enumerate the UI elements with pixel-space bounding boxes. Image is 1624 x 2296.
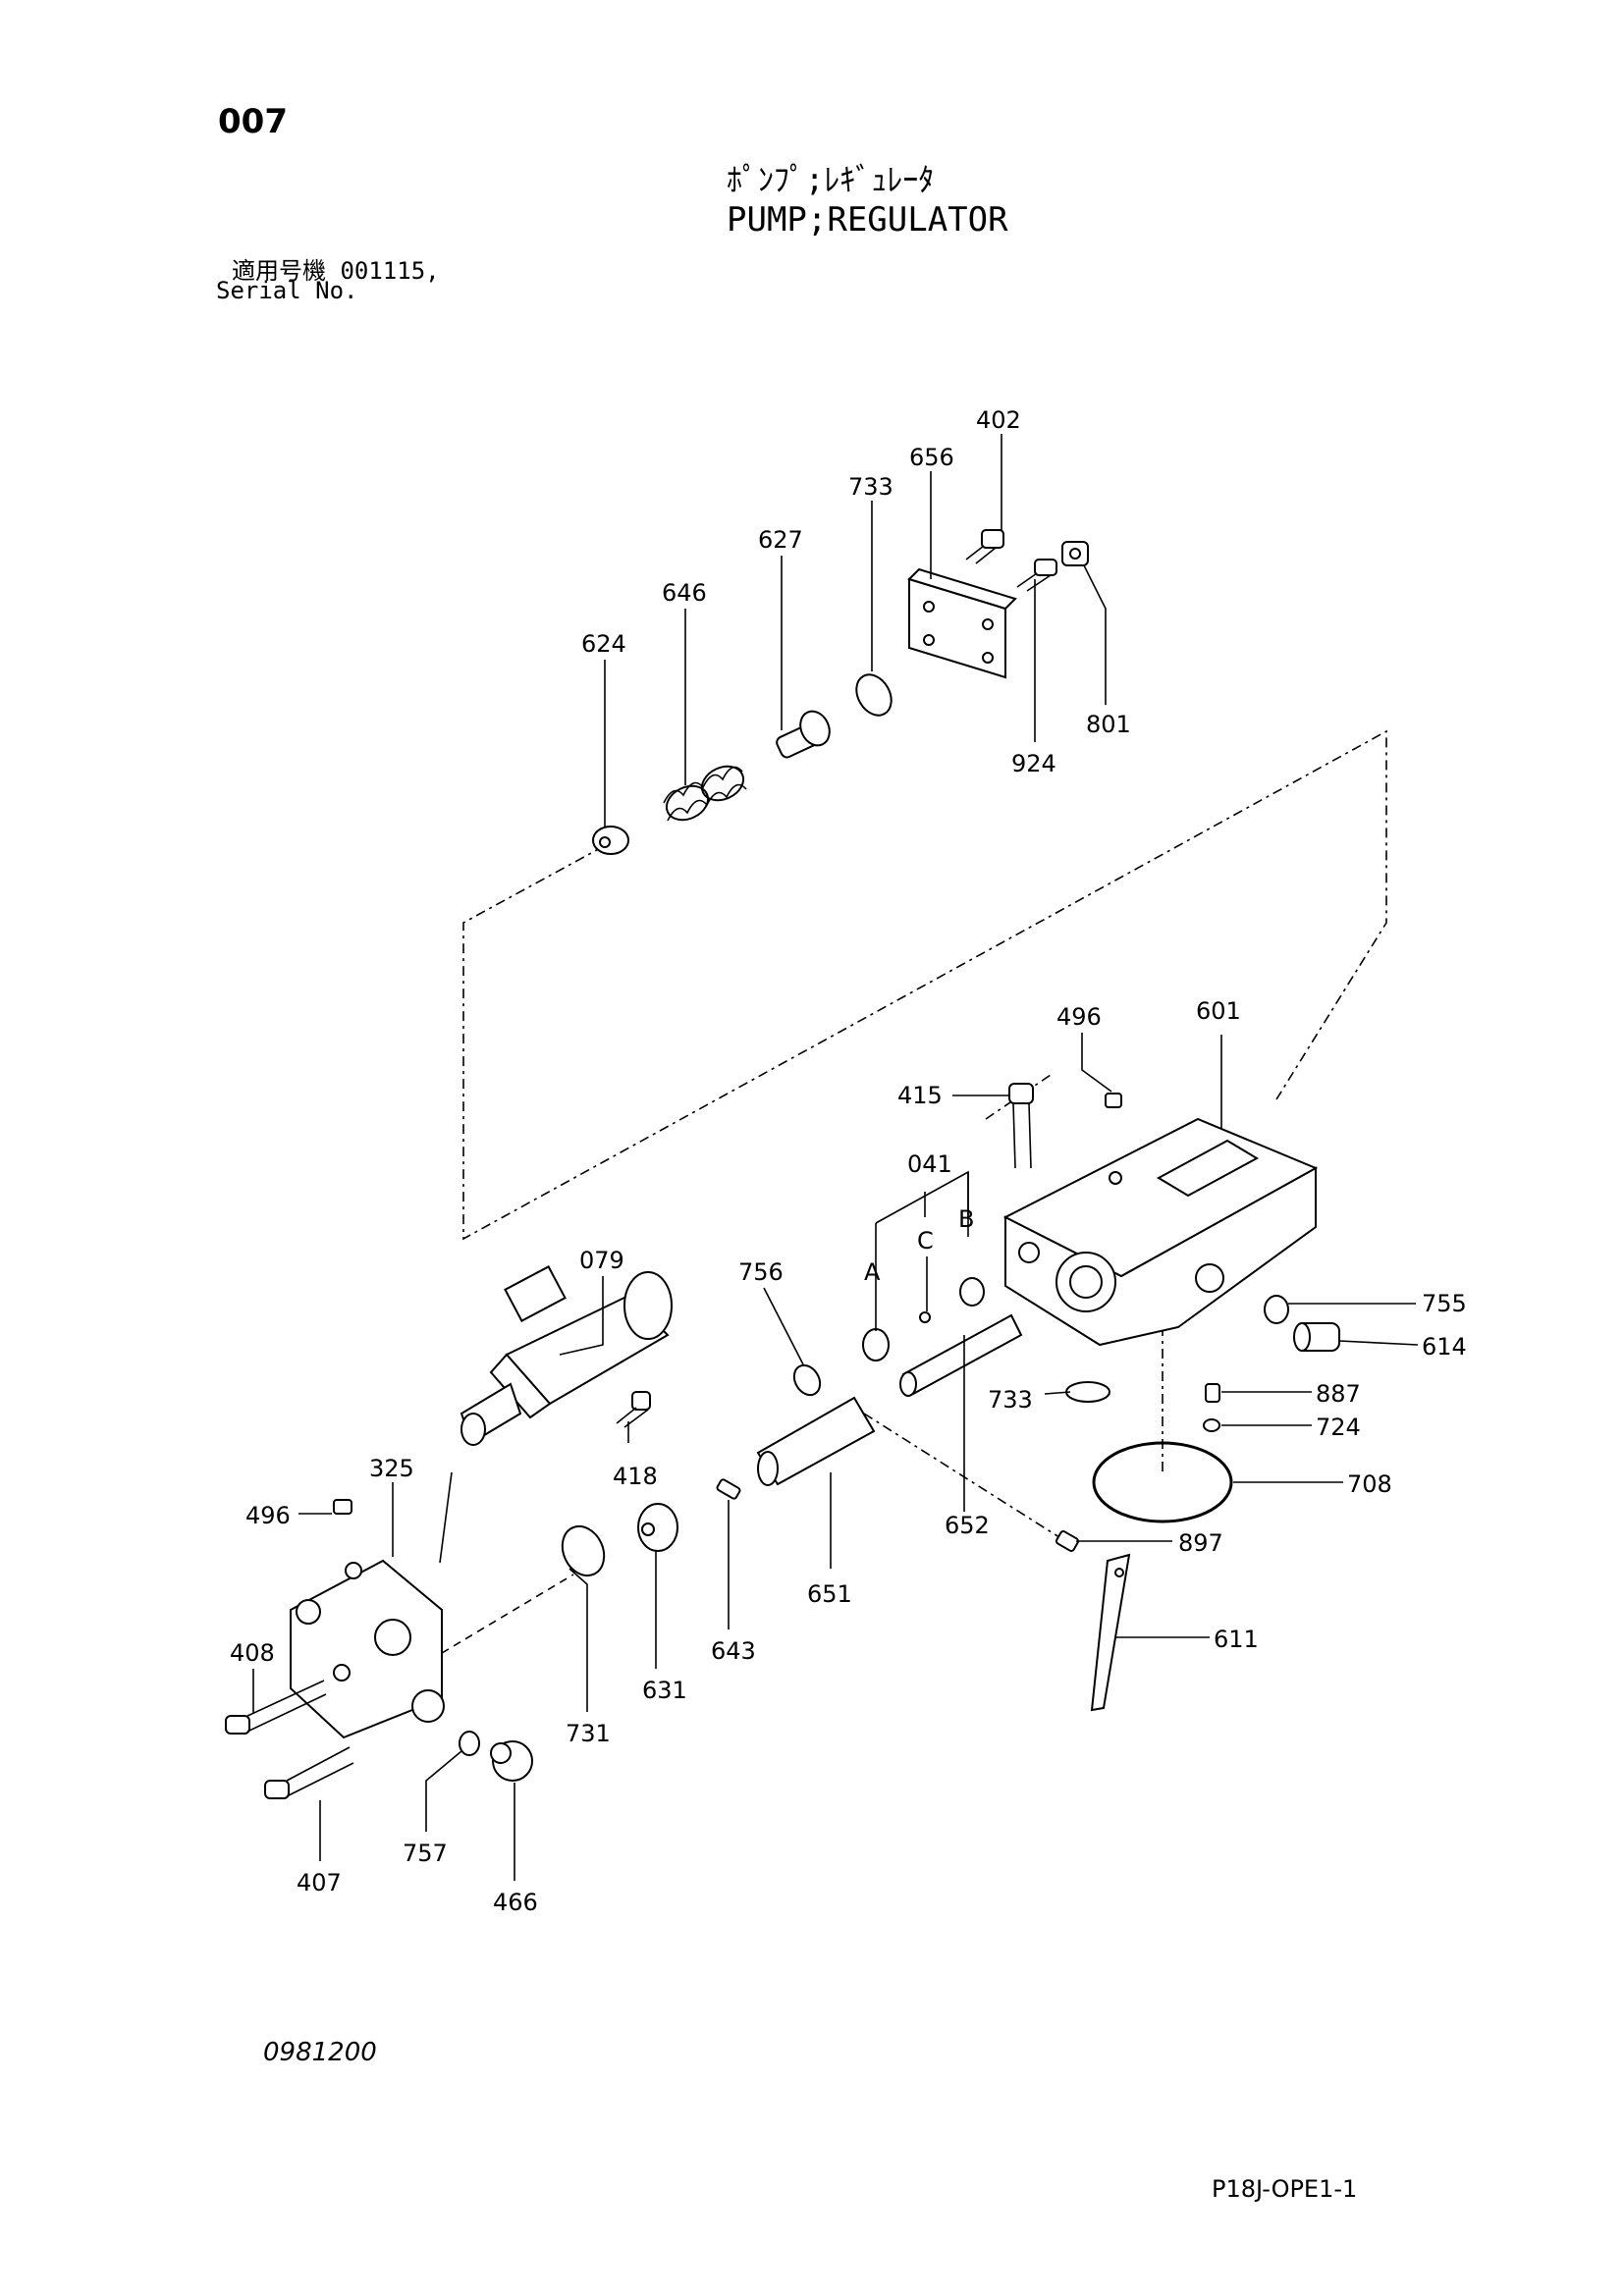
callout-756: 756 bbox=[738, 1258, 784, 1286]
callout-755: 755 bbox=[1422, 1290, 1467, 1317]
assembly-guide-line bbox=[462, 729, 1387, 1241]
axis-line-897 bbox=[863, 1413, 1063, 1540]
callout-801: 801 bbox=[1086, 711, 1131, 738]
callout-731: 731 bbox=[566, 1720, 611, 1747]
bolt-418 bbox=[616, 1391, 651, 1428]
spool-652 bbox=[899, 1313, 1023, 1397]
callout-601: 601 bbox=[1196, 997, 1241, 1025]
callout-924: 924 bbox=[1011, 750, 1056, 777]
callout-643: 643 bbox=[711, 1637, 756, 1665]
callout-631: 631 bbox=[642, 1677, 687, 1704]
o-ring-757 bbox=[459, 1731, 480, 1756]
plug-496-top bbox=[1105, 1093, 1122, 1108]
callout-466: 466 bbox=[493, 1889, 538, 1916]
callout-887: 887 bbox=[1316, 1380, 1361, 1408]
part-B-plug bbox=[959, 1277, 985, 1307]
sleeve-651 bbox=[756, 1396, 876, 1486]
o-ring-733-top bbox=[855, 673, 893, 717]
spring-646 bbox=[663, 765, 747, 822]
bolt-924 bbox=[1016, 559, 1057, 592]
o-ring-755 bbox=[1264, 1295, 1289, 1324]
callout-627: 627 bbox=[758, 526, 803, 554]
part-A-plug bbox=[862, 1328, 890, 1362]
bolt-402 bbox=[965, 529, 1004, 564]
callout-408: 408 bbox=[230, 1639, 275, 1667]
callout-496-top: 496 bbox=[1056, 1003, 1102, 1031]
callout-325: 325 bbox=[369, 1455, 414, 1482]
solenoid-079 bbox=[460, 1265, 673, 1446]
bolt-407 bbox=[264, 1746, 354, 1799]
seat-624 bbox=[592, 826, 629, 855]
callout-757: 757 bbox=[403, 1840, 448, 1867]
plug-614 bbox=[1293, 1322, 1340, 1352]
callout-079: 079 bbox=[579, 1247, 624, 1274]
callout-611: 611 bbox=[1214, 1626, 1259, 1653]
callout-708: 708 bbox=[1347, 1470, 1392, 1498]
o-ring-724 bbox=[1203, 1418, 1220, 1432]
cover-plate-656 bbox=[907, 567, 1017, 679]
title-english: PUMP;REGULATOR bbox=[727, 200, 1008, 240]
bolt-408 bbox=[225, 1680, 327, 1735]
o-ring-731 bbox=[561, 1524, 606, 1577]
callout-B: B bbox=[958, 1205, 974, 1233]
callout-724: 724 bbox=[1316, 1414, 1361, 1441]
plug-631 bbox=[637, 1503, 678, 1552]
callout-415: 415 bbox=[897, 1082, 943, 1109]
callout-402: 402 bbox=[976, 406, 1021, 434]
bolt-415 bbox=[1008, 1083, 1034, 1169]
part-C-ball bbox=[919, 1311, 931, 1323]
callout-651: 651 bbox=[807, 1580, 852, 1608]
plug-466 bbox=[490, 1740, 533, 1782]
pin-643 bbox=[716, 1478, 741, 1500]
drawing-number: 0981200 bbox=[263, 2038, 377, 2067]
pin-887 bbox=[1205, 1383, 1220, 1403]
callout-624: 624 bbox=[581, 630, 626, 658]
page-number: 007 bbox=[218, 102, 288, 141]
o-ring-733-bottom bbox=[1065, 1381, 1110, 1403]
callout-652: 652 bbox=[945, 1512, 990, 1539]
plug-801 bbox=[1061, 541, 1089, 566]
plug-496-left bbox=[333, 1499, 352, 1515]
serial-label-english: Serial No. bbox=[216, 277, 358, 304]
sheet-id: P18J-OPE1-1 bbox=[1212, 2175, 1358, 2203]
callout-496-left: 496 bbox=[245, 1502, 291, 1529]
serial-label-japanese: 適用号機 001115, bbox=[232, 257, 440, 285]
leader-lines bbox=[252, 434, 1419, 1881]
callout-A: A bbox=[864, 1258, 881, 1286]
o-ring-708 bbox=[1092, 1441, 1233, 1523]
callout-041: 041 bbox=[907, 1150, 952, 1178]
callout-407: 407 bbox=[297, 1869, 342, 1896]
callout-646: 646 bbox=[662, 579, 707, 607]
callout-614: 614 bbox=[1422, 1333, 1467, 1361]
callout-656: 656 bbox=[909, 444, 954, 471]
callout-733-bottom: 733 bbox=[988, 1386, 1033, 1414]
wire-line bbox=[439, 1471, 453, 1564]
piston-627 bbox=[776, 710, 831, 759]
plug-897 bbox=[1055, 1530, 1080, 1552]
o-ring-756 bbox=[792, 1363, 822, 1397]
callout-C: C bbox=[917, 1227, 934, 1255]
dash-line-731 bbox=[441, 1574, 574, 1654]
regulator-body-601 bbox=[1002, 1117, 1319, 1347]
lever-611 bbox=[1090, 1553, 1131, 1712]
title-japanese: ﾎﾟﾝﾌﾟ;ﾚｷﾞｭﾚｰﾀ bbox=[727, 161, 935, 198]
callout-418: 418 bbox=[613, 1463, 658, 1490]
callout-897: 897 bbox=[1178, 1529, 1223, 1557]
callout-733-top: 733 bbox=[848, 473, 893, 501]
housing-325 bbox=[290, 1559, 445, 1739]
